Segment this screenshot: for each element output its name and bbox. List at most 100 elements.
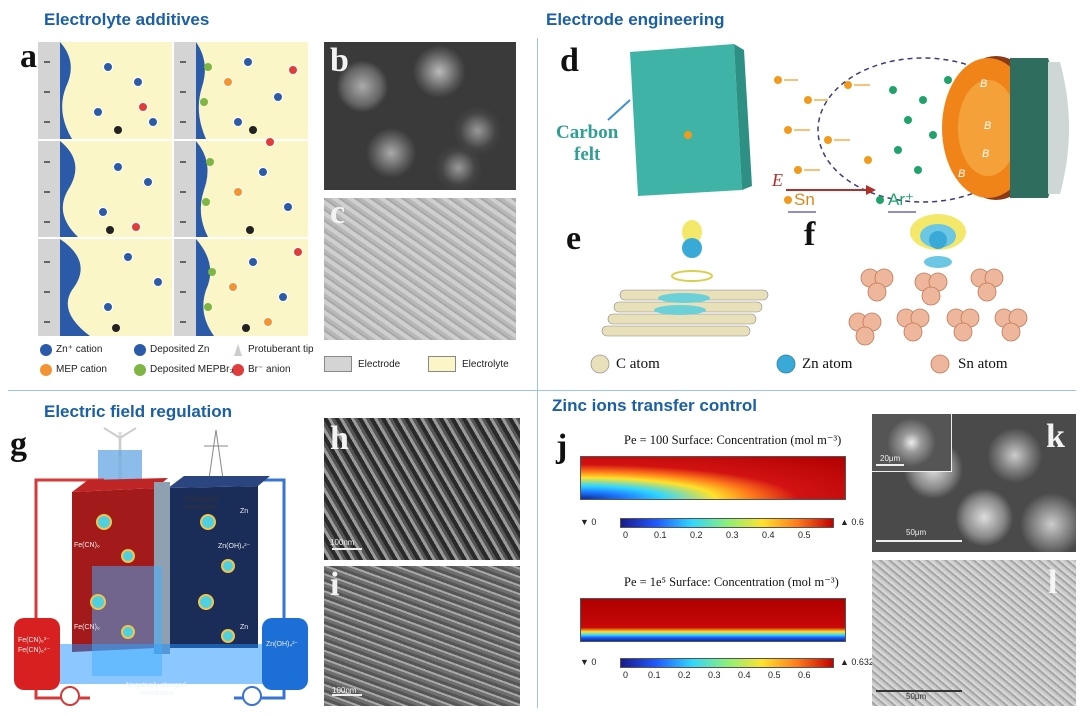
sn-label: Sn xyxy=(794,190,815,209)
negative-membrane-1: Negatively charged xyxy=(126,682,186,689)
plot2-tick-4: 0.4 xyxy=(738,670,751,680)
panel-label-f: f xyxy=(804,216,816,253)
scale-bar-i xyxy=(332,694,362,696)
plot2-tick-3: 0.3 xyxy=(708,670,721,680)
plot1-tick-3: 0.3 xyxy=(726,530,739,540)
colorbar-pe1e5 xyxy=(620,658,834,668)
scale-bar-l xyxy=(876,690,962,692)
legend-a: Zn⁺ cation Deposited Zn Protuberant tip … xyxy=(38,342,314,382)
plot1-min: ▼ 0 xyxy=(580,517,597,527)
vertical-divider xyxy=(537,38,538,708)
tank-right-label: Zn(OH)₄²⁻ xyxy=(266,641,299,648)
sem-inset-k xyxy=(872,414,952,472)
panel-label-c: c xyxy=(330,194,346,231)
colorbar-pe100 xyxy=(620,518,834,528)
legend-electrolyte: Electrolyte xyxy=(462,359,509,370)
plot1-title: Pe = 100 Surface: Concentration (mol m⁻³… xyxy=(624,433,842,447)
plot1-tick-1: 0.1 xyxy=(654,530,667,540)
legend-protuberant-tip: Protuberant tip xyxy=(248,344,314,355)
tank-left-label-2: Fe(CN)₆⁴⁻ xyxy=(18,647,51,654)
plot1-tick-5: 0.5 xyxy=(798,530,811,540)
sem-image-b xyxy=(324,42,516,190)
plot1-tick-4: 0.4 xyxy=(762,530,775,540)
sem-image-h xyxy=(324,418,520,560)
sem-image-c xyxy=(324,198,516,340)
plot1-tick-0: 0 xyxy=(623,530,629,540)
scale-bar-k-inset xyxy=(876,464,904,466)
panel-d-figure: Carbon felt E Sn Ar⁺ B B B B xyxy=(548,40,1078,216)
panel-label-k: k xyxy=(1046,418,1065,455)
panel-label-a: a xyxy=(20,38,37,75)
legend-electrode-electrolyte: Electrode Electrolyte xyxy=(324,352,524,376)
panel-label-d: d xyxy=(560,42,579,79)
title-electric-field-regulation: Electric field regulation xyxy=(44,402,232,421)
plot2-max: ▲ 0.6322 xyxy=(840,657,879,667)
zn-oh-label: Zn(OH)₄²⁻ xyxy=(218,543,251,550)
tank-left-label-1: Fe(CN)₆³⁻ xyxy=(18,637,50,644)
scale-label-k-main: 50μm xyxy=(906,528,927,537)
panel-label-h: h xyxy=(330,420,349,457)
electrolyte-swatch xyxy=(428,356,456,372)
panel-f-figure xyxy=(840,212,1030,348)
b-label-4: B xyxy=(958,168,966,180)
electrode-swatch xyxy=(324,356,352,372)
scale-label-h: 100nm xyxy=(330,538,355,547)
uncharged-membrane-1: Uncharged xyxy=(184,496,219,503)
panel-label-g: g xyxy=(10,426,27,463)
plot2-min: ▼ 0 xyxy=(580,657,597,667)
legend-mep-cation: MEP cation xyxy=(56,364,107,375)
plot2-tick-1: 0.1 xyxy=(648,670,661,680)
b-label-2: B xyxy=(984,120,992,132)
panel-a-figure xyxy=(38,42,308,336)
legend-c-atom: C atom xyxy=(616,356,660,372)
legend-br-anion: Br⁻ anion xyxy=(248,364,291,375)
legend-atoms: C atom Zn atom Sn atom xyxy=(588,352,1048,378)
concentration-plot-pe100 xyxy=(580,456,846,500)
scale-label-i: 100nm xyxy=(332,686,357,695)
legend-deposited-zn: Deposited Zn xyxy=(150,344,210,355)
plot1-max: ▲ 0.6 xyxy=(840,517,864,527)
fe-cn-label-2: Fe(CN)₆ xyxy=(74,624,100,631)
plot2-tick-5: 0.5 xyxy=(768,670,781,680)
scale-bar-k-main xyxy=(876,540,962,542)
panel-label-i: i xyxy=(330,566,340,603)
carbon-felt-label-1: Carbon xyxy=(556,122,619,143)
concentration-plot-pe1e5 xyxy=(580,598,846,642)
plot2-title: Pe = 1e⁵ Surface: Concentration (mol m⁻³… xyxy=(624,575,839,589)
plot2-tick-0: 0 xyxy=(623,670,629,680)
ar-label: Ar⁺ xyxy=(888,190,914,209)
panel-g-figure: Uncharged membrane Negatively charged me… xyxy=(8,426,310,710)
scale-label-l: 50μm xyxy=(906,692,927,701)
negative-membrane-2: membrane xyxy=(140,690,174,697)
scale-bar-h xyxy=(332,548,362,550)
legend-zn-atom: Zn atom xyxy=(802,356,853,372)
zn-label-2: Zn xyxy=(240,624,249,631)
legend-electrode: Electrode xyxy=(358,359,401,370)
title-electrolyte-additives: Electrolyte additives xyxy=(44,10,210,29)
plot2-tick-6: 0.6 xyxy=(798,670,811,680)
title-electrode-engineering: Electrode engineering xyxy=(546,10,725,29)
panel-label-l: l xyxy=(1048,564,1058,601)
b-label-1: B xyxy=(980,78,988,90)
panel-label-e: e xyxy=(566,220,582,257)
fe-cn-label-1: Fe(CN)₆ xyxy=(74,542,100,549)
panel-e-figure xyxy=(580,218,780,342)
sem-image-k xyxy=(872,414,1076,552)
field-label-e: E xyxy=(772,170,783,190)
b-label-3: B xyxy=(982,148,990,160)
horizontal-divider xyxy=(8,390,1076,391)
title-zinc-ions-transfer: Zinc ions transfer control xyxy=(552,396,757,415)
legend-zn-cation: Zn⁺ cation xyxy=(56,344,103,355)
zn-label-1: Zn xyxy=(240,508,249,515)
plot2-tick-2: 0.2 xyxy=(678,670,691,680)
legend-deposited-mepbr3: Deposited MEPBr₃ xyxy=(150,364,234,375)
scale-label-k-inset: 20μm xyxy=(880,454,901,463)
sem-image-l xyxy=(872,560,1076,706)
panel-label-j: j xyxy=(556,428,568,465)
carbon-felt-label-2: felt xyxy=(574,144,601,165)
panel-label-b: b xyxy=(330,42,349,79)
uncharged-membrane-2: membrane xyxy=(184,504,218,511)
plot1-tick-2: 0.2 xyxy=(690,530,703,540)
sem-image-i xyxy=(324,566,520,706)
legend-sn-atom: Sn atom xyxy=(958,356,1008,372)
